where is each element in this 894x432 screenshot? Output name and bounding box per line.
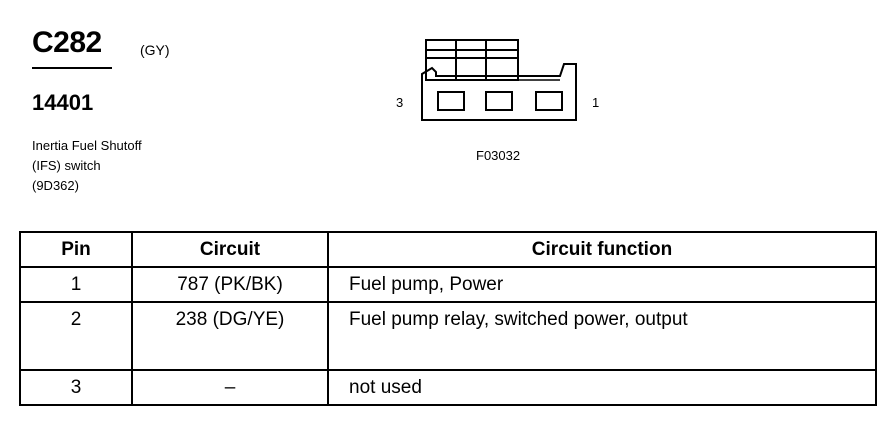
description-line-3: (9D362) [32, 178, 79, 193]
cell-pin: 2 [19, 301, 133, 371]
connector-body [421, 63, 577, 121]
header-circuit-function: Circuit function [327, 231, 877, 268]
header-pin: Pin [19, 231, 133, 268]
pinout-table: Pin Circuit Circuit function 1 787 (PK/B… [19, 231, 877, 406]
pin-cavity-1 [535, 91, 563, 111]
pin-label-right: 1 [592, 95, 600, 110]
component-description: Inertia Fuel Shutoff (IFS) switch (9D362… [32, 136, 142, 196]
cell-function: not used [327, 369, 877, 406]
pin-cavity-2 [485, 91, 513, 111]
part-number: 14401 [32, 90, 94, 115]
connector-face-diagram [421, 39, 577, 121]
table-row: 1 787 (PK/BK) Fuel pump, Power [19, 266, 877, 303]
pin-cavity-3 [437, 91, 465, 111]
cell-pin: 1 [19, 266, 133, 303]
header-circuit: Circuit [131, 231, 329, 268]
table-header-row: Pin Circuit Circuit function [19, 231, 877, 268]
table-row: 3 – not used [19, 369, 877, 406]
cell-pin: 3 [19, 369, 133, 406]
cell-circuit: 787 (PK/BK) [131, 266, 329, 303]
table-row: 2 238 (DG/YE) Fuel pump relay, switched … [19, 301, 877, 371]
description-line-2: (IFS) switch [32, 158, 101, 173]
connector-color: (GY) [140, 42, 170, 58]
connector-id-underline [32, 67, 112, 69]
cell-function: Fuel pump relay, switched power, output [327, 301, 877, 371]
connector-lock-tab [425, 39, 519, 81]
cell-function: Fuel pump, Power [327, 266, 877, 303]
connector-id: C282 [32, 26, 102, 59]
cell-circuit: 238 (DG/YE) [131, 301, 329, 371]
cell-circuit: – [131, 369, 329, 406]
figure-code: F03032 [476, 148, 521, 163]
description-line-1: Inertia Fuel Shutoff [32, 138, 142, 153]
pin-label-left: 3 [396, 95, 404, 110]
